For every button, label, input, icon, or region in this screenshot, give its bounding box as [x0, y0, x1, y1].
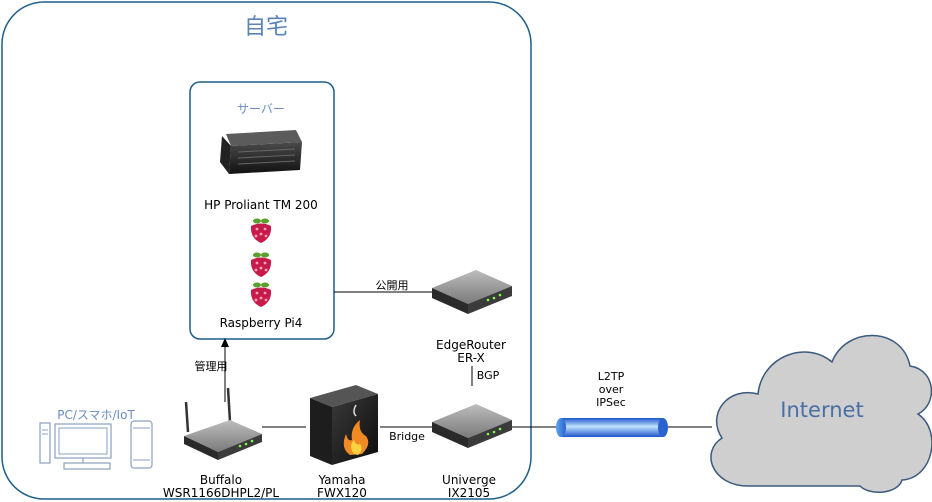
link-bgp-label: BGP: [477, 369, 500, 382]
raspberry-pi-icon: [250, 218, 272, 243]
internet-label: Internet: [780, 398, 863, 422]
tunnel-label-line2: over: [599, 383, 624, 396]
edgerouter-label-line1: EdgeRouter: [436, 338, 506, 352]
link-public-label: 公開用: [376, 279, 409, 292]
link-management-label: 管理用: [195, 359, 228, 373]
buffalo-label-line2: WSR1166DHPL2/PL: [163, 486, 279, 500]
edgerouter-label-line2: ER-X: [457, 351, 484, 365]
tunnel-pipe-icon: [556, 418, 668, 437]
wireless-router-icon: [184, 387, 262, 460]
server-group-title: サーバー: [237, 102, 285, 116]
firewall-icon: [310, 385, 378, 465]
hp-server-icon: [220, 130, 302, 174]
clients-label: PC/スマホ/IoT: [57, 408, 135, 422]
tunnel-label-line1: L2TP: [598, 370, 625, 383]
raspberry-pi-icon: [250, 282, 272, 307]
home-title: 自宅: [244, 15, 288, 40]
yamaha-label-line2: FWX120: [317, 486, 367, 500]
hp-server-label: HP Proliant TM 200: [204, 198, 318, 212]
yamaha-label-line1: Yamaha: [317, 473, 365, 487]
router-icon: [432, 404, 512, 448]
home-boundary: [1, 1, 532, 500]
server-group-box: [189, 81, 335, 340]
smartphone-icon: [130, 420, 153, 469]
univerge-label-line1: Univerge: [442, 473, 496, 487]
router-icon: [432, 270, 512, 314]
pc-icon: [39, 422, 112, 470]
raspberry-pi-label: Raspberry Pi4: [220, 316, 303, 330]
tunnel-label-line3: IPSec: [596, 396, 626, 409]
univerge-label-line2: IX2105: [448, 486, 490, 500]
buffalo-label-line1: Buffalo: [200, 473, 242, 487]
internet-cloud-icon: [710, 334, 932, 493]
raspberry-pi-icon: [250, 252, 272, 277]
link-bridge-label: Bridge: [389, 430, 425, 443]
